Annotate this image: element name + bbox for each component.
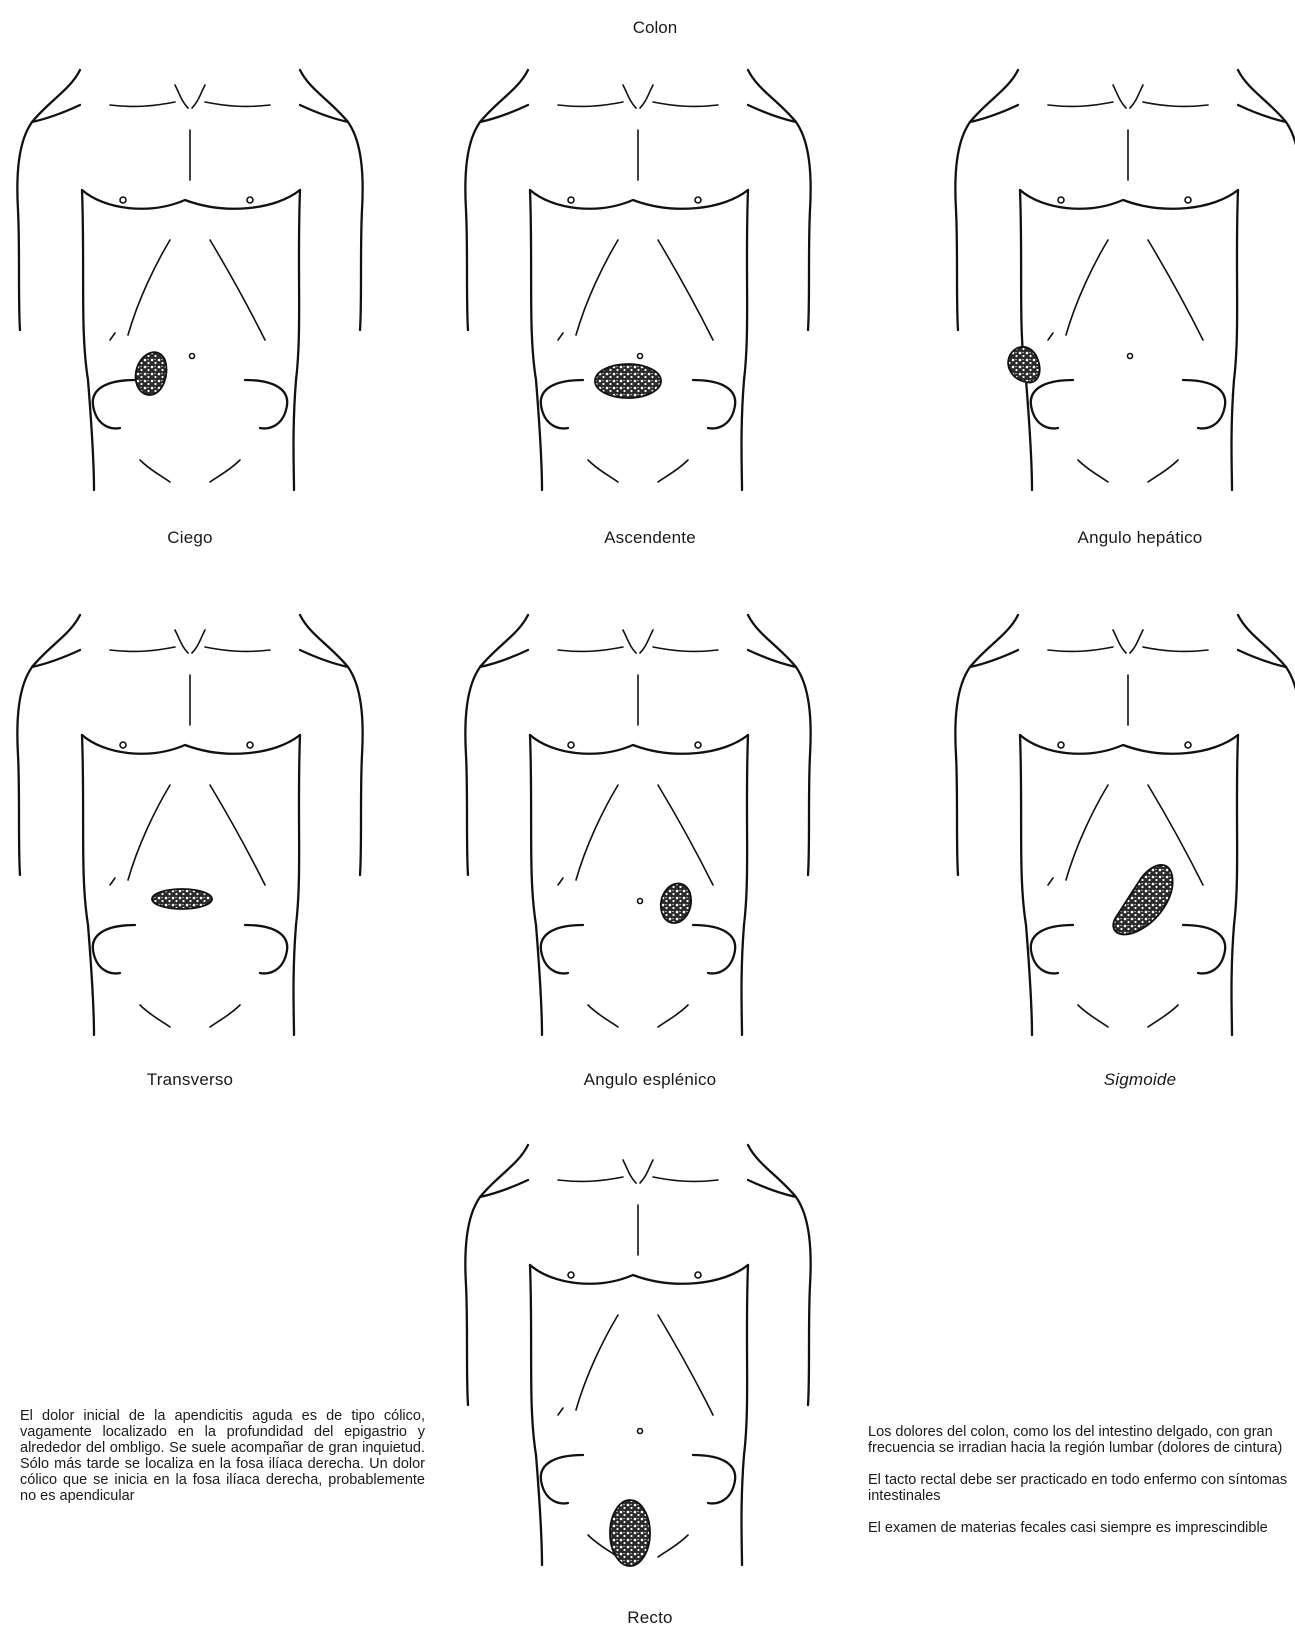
torso-figure-angulo-esplenico [458,595,818,1055]
torso-figure-ciego [10,50,370,510]
torso-figure-angulo-hepatico [948,50,1295,510]
torso-outline-icon [17,70,362,490]
torso-figure-recto [458,1125,818,1585]
colon-note-1: Los dolores del colon, como los del inte… [868,1424,1295,1456]
torso-figure-transverso [10,595,370,1055]
figure-label-sigmoide: Sigmoide [990,1070,1290,1090]
colon-note-2: El tacto rectal debe ser practicado en t… [868,1472,1295,1504]
torso-outline-icon [955,70,1295,490]
pain-area-ciego [136,352,167,395]
pain-area-transverso [152,889,212,909]
figure-label-angulo-esplenico: Angulo esplénico [500,1070,800,1090]
figure-label-angulo-hepatico: Angulo hepático [990,528,1290,548]
figure-label-transverso: Transverso [40,1070,340,1090]
pain-area-angulo-esplenico [661,883,691,923]
figure-label-ciego: Ciego [40,528,340,548]
torso-figure-ascendente [458,50,818,510]
torso-outline-icon [465,615,810,1035]
pain-area-recto [610,1500,650,1566]
pain-area-sigmoide [1113,865,1172,935]
torso-figure-sigmoide [948,595,1295,1055]
torso-outline-icon [465,70,810,490]
figure-label-ascendente: Ascendente [500,528,800,548]
colon-note-3: El examen de materias fecales casi siemp… [868,1520,1295,1536]
torso-outline-icon [955,615,1295,1035]
figure-label-recto: Recto [500,1608,800,1628]
pain-area-ascendente [595,364,661,398]
apendicitis-note: El dolor inicial de la apendicitis aguda… [20,1408,425,1504]
torso-outline-icon [17,615,362,1035]
pain-area-angulo-hepatico [1008,347,1039,383]
colon-notes: Los dolores del colon, como los del inte… [868,1424,1295,1552]
diagram-title: Colon [545,18,765,38]
